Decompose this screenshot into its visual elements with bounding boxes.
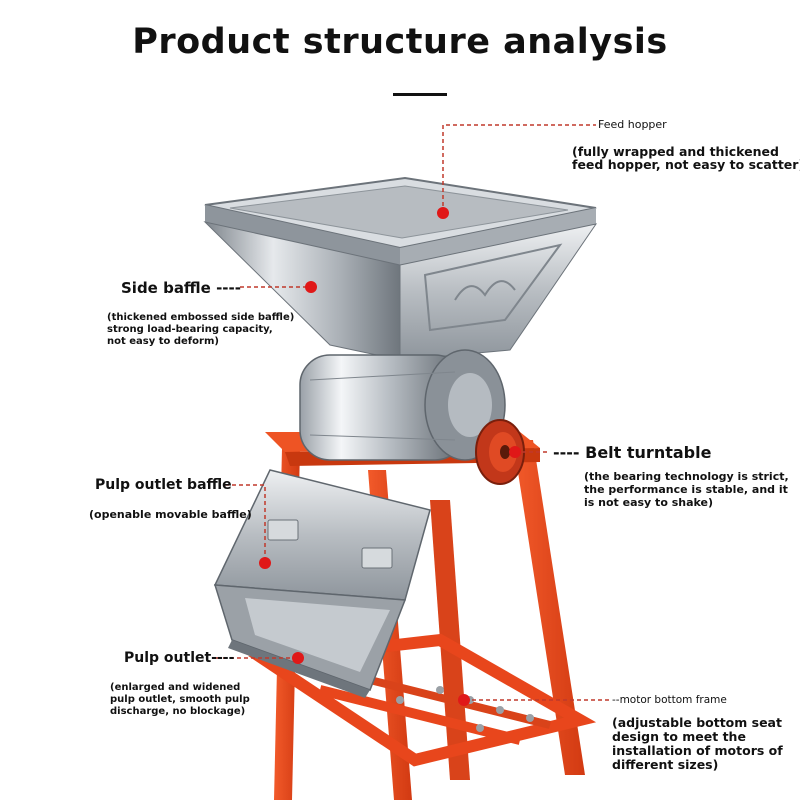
pulp-outlet xyxy=(213,584,407,698)
motor-bottom-frame-desc-3: installation of motors of xyxy=(612,743,783,758)
feed-hopper-desc-1: (fully wrapped and thickened xyxy=(572,144,779,159)
embossed-panel xyxy=(423,243,563,332)
motor-bottom-frame-desc-4: different sizes) xyxy=(612,757,719,772)
page-title: Product structure analysis xyxy=(132,22,668,62)
markers xyxy=(259,207,521,706)
leader-feed-hopper xyxy=(442,124,596,213)
leader-lines xyxy=(216,124,612,701)
side-baffle-desc-3: not easy to deform) xyxy=(107,336,219,347)
hinge xyxy=(267,519,299,541)
side-baffle-desc-2: strong load-bearing capacity, xyxy=(107,324,273,335)
hinge xyxy=(361,547,393,569)
feed-hopper-heading: Feed hopper xyxy=(598,118,667,131)
stand-leg-back-right xyxy=(513,440,585,775)
marker-belt-turntable xyxy=(509,446,521,458)
belt-turntable-desc-3: is not easy to shake) xyxy=(584,496,714,509)
pulp-outlet-baffle xyxy=(213,469,431,601)
side-baffle-heading: Side baffle ---- xyxy=(121,279,241,297)
pulp-outlet-desc-2: pulp outlet, smooth pulp xyxy=(110,694,250,705)
belt-turntable xyxy=(475,419,525,485)
pulp-outlet-baffle-desc-1: (openable movable baffle) xyxy=(89,508,252,521)
marker-feed-hopper xyxy=(437,207,449,219)
feed-hopper xyxy=(203,176,598,361)
pulp-outlet-desc-1: (enlarged and widened xyxy=(110,682,241,693)
motor-bottom-frame-desc-2: design to meet the xyxy=(612,729,746,744)
belt-turntable-heading: ---- Belt turntable xyxy=(553,443,712,462)
marker-pulp-outlet-baffle xyxy=(259,557,271,569)
marker-motor-bottom-frame xyxy=(458,694,470,706)
belt-turntable-desc-2: the performance is stable, and it xyxy=(584,483,788,496)
side-baffle-desc-1: (thickened embossed side baffle) xyxy=(107,312,295,323)
motor-bottom-frame-desc-1: (adjustable bottom seat xyxy=(612,715,782,730)
title-underline xyxy=(393,93,447,96)
motor-bottom-frame-heading: --motor bottom frame xyxy=(612,694,727,706)
feed-hopper-desc-2: feed hopper, not easy to scatter) xyxy=(572,157,800,172)
marker-pulp-outlet xyxy=(292,652,304,664)
grinding-drum xyxy=(299,349,506,461)
pulp-outlet-baffle-heading: Pulp outlet baffle xyxy=(95,477,232,493)
belt-turntable-desc-1: (the bearing technology is strict, xyxy=(584,470,789,483)
marker-side-baffle xyxy=(305,281,317,293)
leader-pulp-outlet-baffle xyxy=(225,484,266,562)
pulp-outlet-desc-3: discharge, no blockage) xyxy=(110,706,246,717)
pulp-outlet-heading: Pulp outlet---- xyxy=(124,650,235,666)
